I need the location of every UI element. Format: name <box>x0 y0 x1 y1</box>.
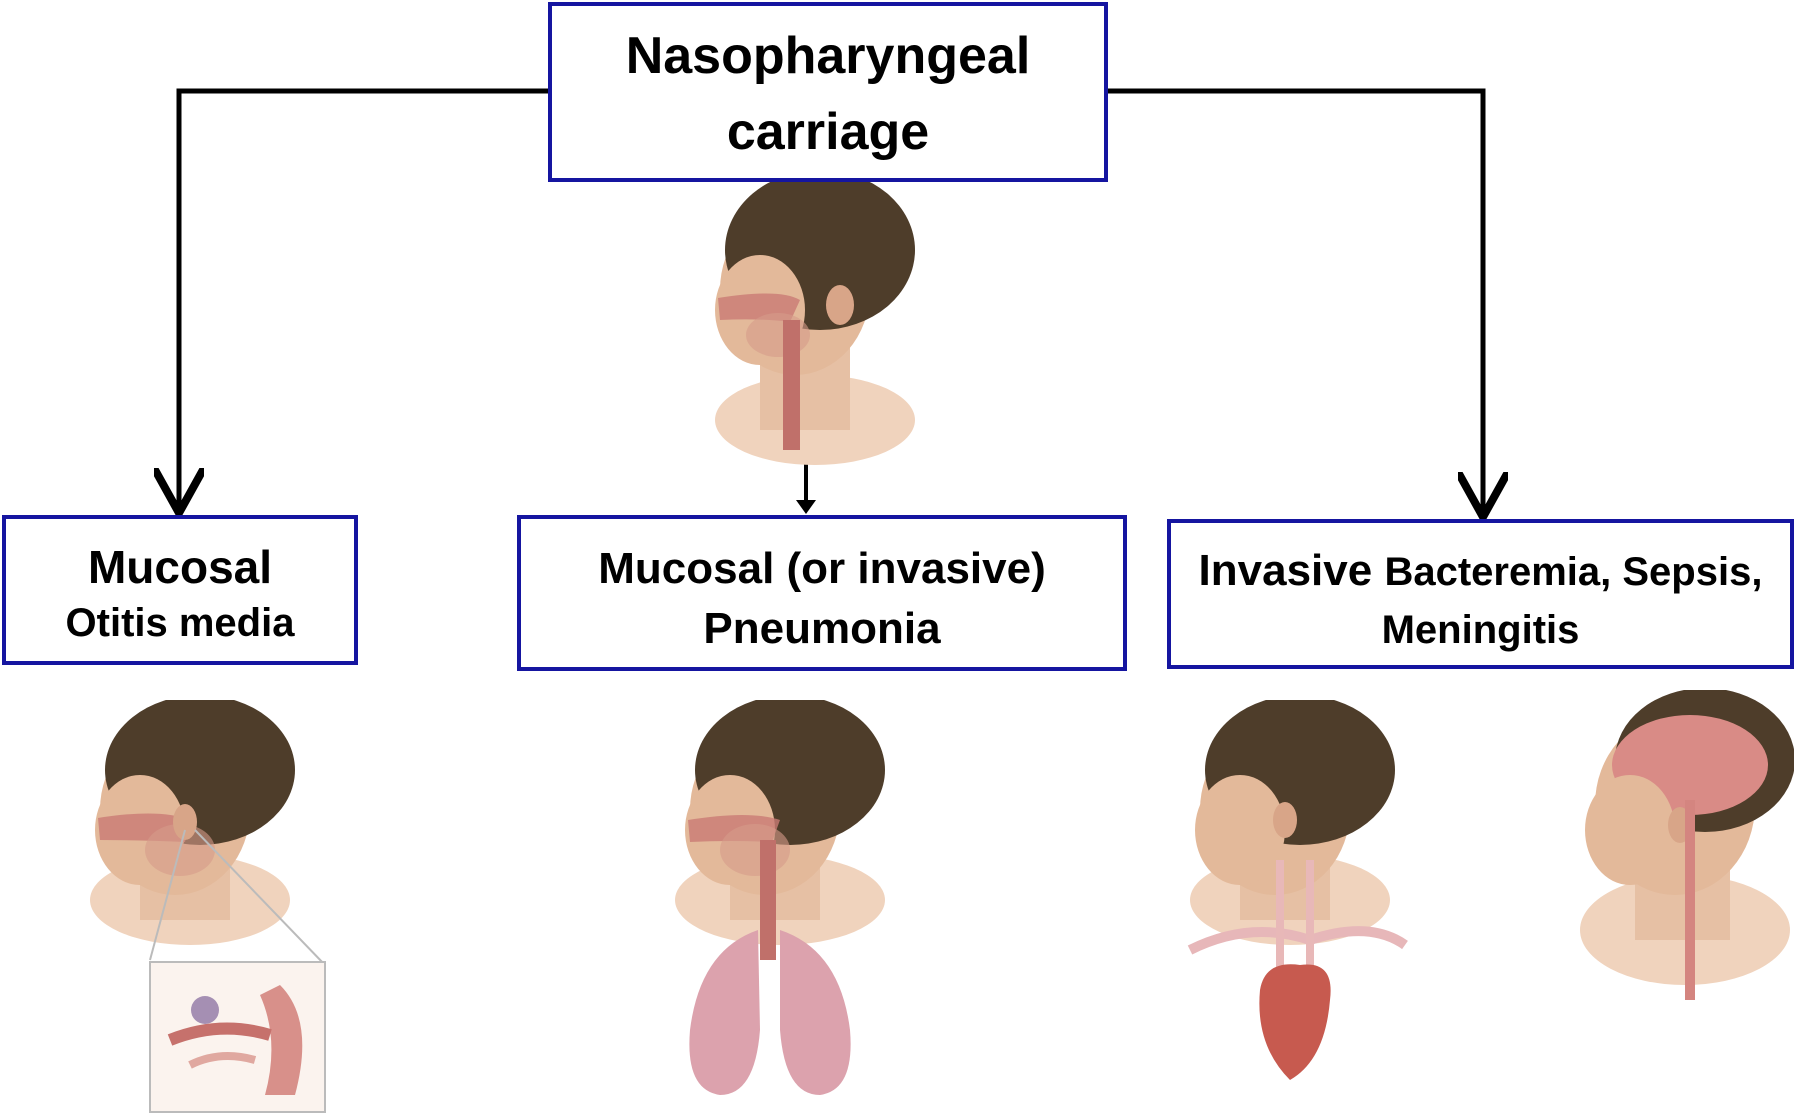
child-heart-bacteremia-illustration <box>1180 700 1410 1116</box>
right-box-line1: Invasive Bacteremia, Sepsis, <box>1171 541 1790 602</box>
child-ear-otitis-illustration <box>80 700 340 1116</box>
mid-box-line1: Mucosal (or invasive) <box>521 539 1123 599</box>
left-box-line1: Mucosal <box>6 539 354 595</box>
left-box-line2: Otitis media <box>6 595 354 651</box>
top-box-line1: Nasopharyngeal <box>552 18 1104 94</box>
invasive-disease-box: Invasive Bacteremia, Sepsis, Meningitis <box>1167 519 1794 669</box>
child-brain-meningitis-illustration <box>1575 690 1794 1020</box>
otitis-media-box: Mucosal Otitis media <box>2 515 358 665</box>
child-head-nasopharynx-illustration <box>690 170 920 470</box>
mid-box-line2: Pneumonia <box>521 599 1123 659</box>
right-box-line2: Meningitis <box>1171 602 1790 658</box>
arrow-head-pneumonia <box>796 500 816 514</box>
arrow-to-invasive <box>1108 91 1483 512</box>
top-box-line2: carriage <box>552 94 1104 170</box>
nasopharyngeal-carriage-box: Nasopharyngeal carriage <box>548 2 1108 182</box>
arrow-to-otitis-media <box>179 91 548 508</box>
right-box-invasive-label: Invasive <box>1199 546 1373 595</box>
right-box-bacteremia-sepsis: Bacteremia, Sepsis, <box>1384 550 1762 594</box>
pneumonia-box: Mucosal (or invasive) Pneumonia <box>517 515 1127 671</box>
child-lungs-pneumonia-illustration <box>660 700 920 1116</box>
